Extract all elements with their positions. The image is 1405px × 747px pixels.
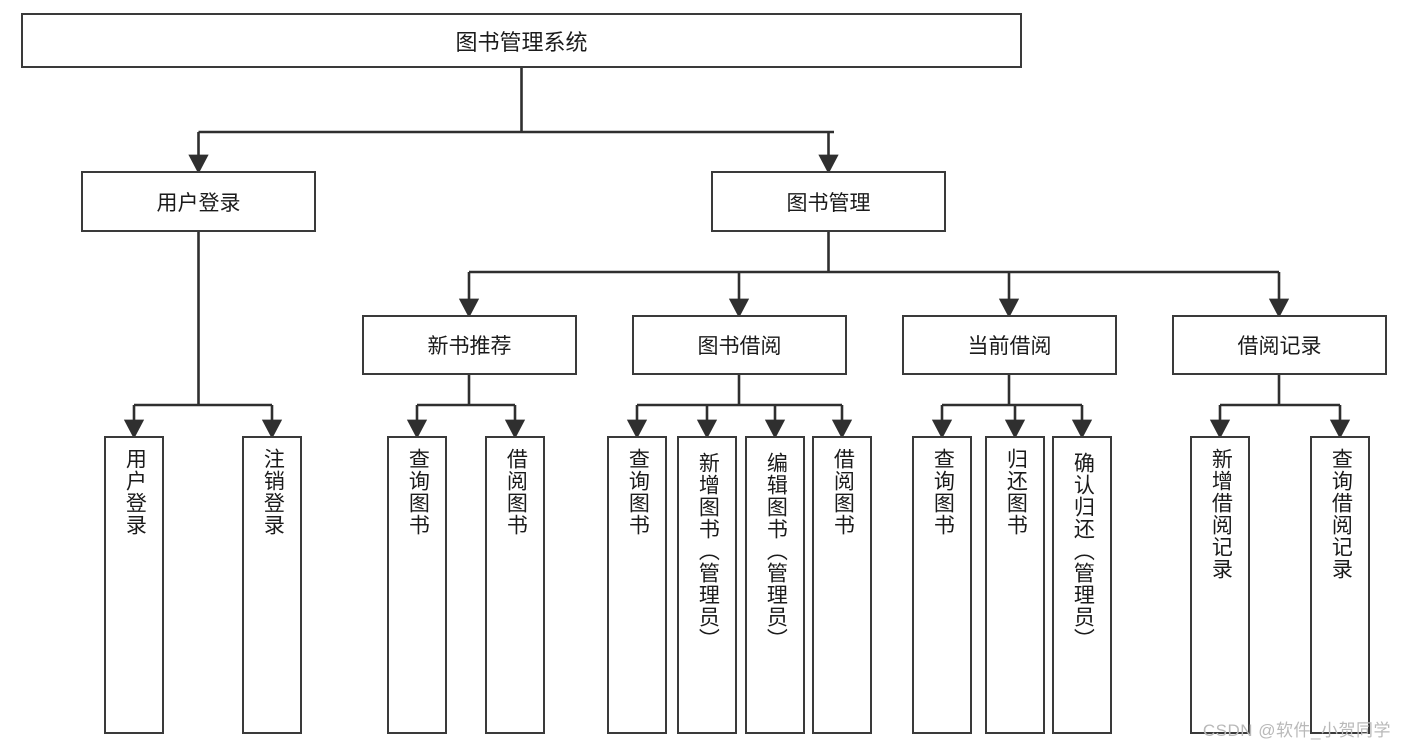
node-leaf-query-book-bor-label: 查询图书 bbox=[626, 448, 650, 536]
node-leaf-query-borrow-rec[interactable]: 查询借阅记录 bbox=[1310, 436, 1370, 734]
node-leaf-query-book-bor[interactable]: 查询图书 bbox=[607, 436, 667, 734]
node-leaf-user-login[interactable]: 用户登录 bbox=[104, 436, 164, 734]
node-current-borrow[interactable]: 当前借阅 bbox=[902, 315, 1117, 375]
node-leaf-confirm-return[interactable]: 确认归还（管理员） bbox=[1052, 436, 1112, 734]
node-leaf-edit-book-label: 编辑图书（管理员） bbox=[764, 452, 788, 650]
node-borrow-record[interactable]: 借阅记录 bbox=[1172, 315, 1387, 375]
node-book-borrow[interactable]: 图书借阅 bbox=[632, 315, 847, 375]
node-leaf-user-logout-label: 注销登录 bbox=[261, 448, 285, 536]
watermark: CSDN @软件_小贺同学 bbox=[1202, 721, 1391, 740]
node-leaf-query-book-rec[interactable]: 查询图书 bbox=[387, 436, 447, 734]
node-book-borrow-label: 图书借阅 bbox=[697, 335, 782, 358]
node-root[interactable]: 图书管理系统 bbox=[21, 13, 1022, 68]
node-leaf-add-borrow-rec[interactable]: 新增借阅记录 bbox=[1190, 436, 1250, 734]
node-leaf-edit-book[interactable]: 编辑图书（管理员） bbox=[745, 436, 805, 734]
node-borrow-record-label: 借阅记录 bbox=[1237, 335, 1322, 358]
node-leaf-return-book-label: 归还图书 bbox=[1004, 448, 1028, 536]
node-leaf-return-book[interactable]: 归还图书 bbox=[985, 436, 1045, 734]
node-leaf-borrow-book-bor-label: 借阅图书 bbox=[831, 448, 855, 536]
node-leaf-borrow-book-rec[interactable]: 借阅图书 bbox=[485, 436, 545, 734]
node-leaf-add-book[interactable]: 新增图书（管理员） bbox=[677, 436, 737, 734]
node-book-manage-label: 图书管理 bbox=[786, 191, 871, 215]
node-new-book-rec[interactable]: 新书推荐 bbox=[362, 315, 577, 375]
node-leaf-add-borrow-rec-label: 新增借阅记录 bbox=[1209, 448, 1233, 580]
node-leaf-confirm-return-label: 确认归还（管理员） bbox=[1071, 452, 1095, 650]
node-current-borrow-label: 当前借阅 bbox=[967, 335, 1052, 358]
node-leaf-query-book-cur[interactable]: 查询图书 bbox=[912, 436, 972, 734]
node-leaf-borrow-book-bor[interactable]: 借阅图书 bbox=[812, 436, 872, 734]
node-book-manage[interactable]: 图书管理 bbox=[711, 171, 946, 232]
node-leaf-add-book-label: 新增图书（管理员） bbox=[696, 452, 720, 650]
node-leaf-user-logout[interactable]: 注销登录 bbox=[242, 436, 302, 734]
node-leaf-query-book-rec-label: 查询图书 bbox=[406, 448, 430, 536]
node-user-login[interactable]: 用户登录 bbox=[81, 171, 316, 232]
node-root-label: 图书管理系统 bbox=[455, 29, 588, 55]
node-new-book-rec-label: 新书推荐 bbox=[427, 335, 512, 358]
node-user-login-label: 用户登录 bbox=[156, 191, 241, 215]
node-leaf-query-book-cur-label: 查询图书 bbox=[931, 448, 955, 536]
node-leaf-borrow-book-rec-label: 借阅图书 bbox=[504, 448, 528, 536]
node-leaf-user-login-label: 用户登录 bbox=[123, 448, 147, 536]
node-leaf-query-borrow-rec-label: 查询借阅记录 bbox=[1329, 448, 1353, 580]
